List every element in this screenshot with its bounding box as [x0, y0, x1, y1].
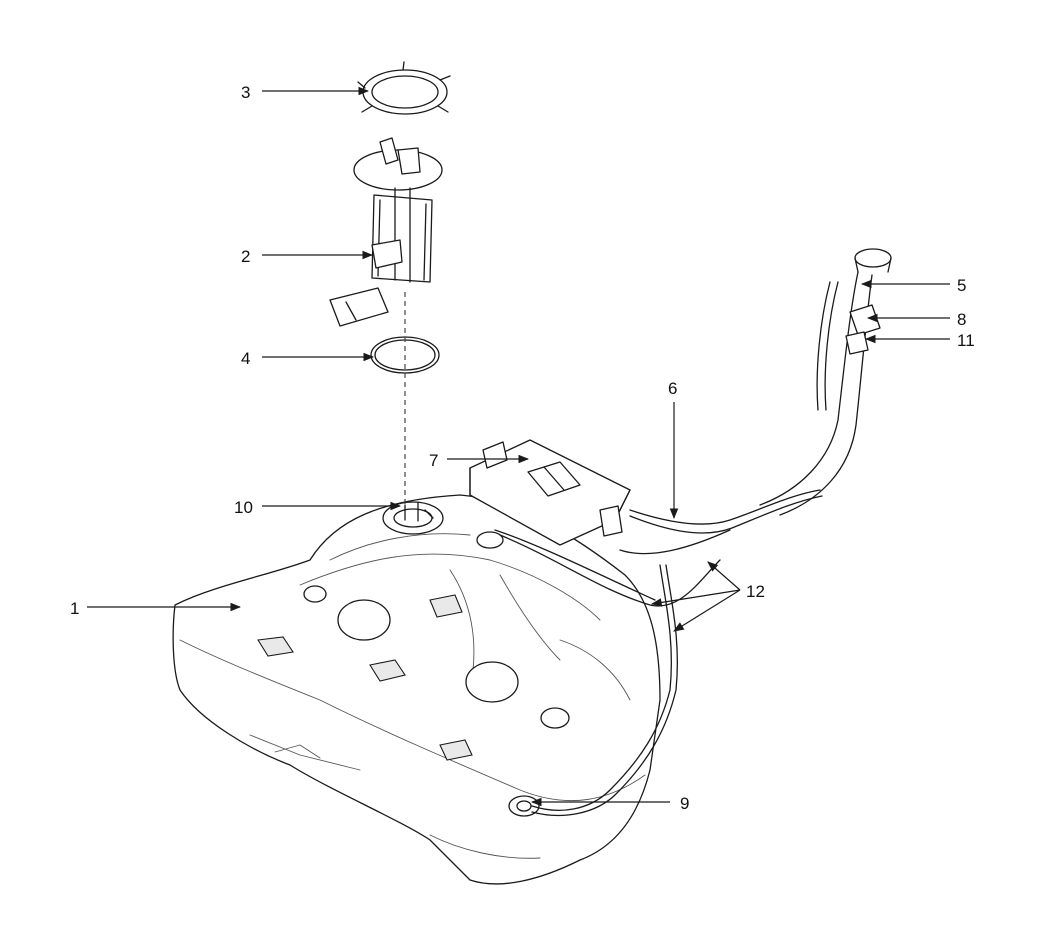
callout-5: 5	[957, 276, 966, 295]
callout-4: 4	[241, 349, 250, 368]
callout-11: 11	[957, 331, 975, 350]
canister	[469, 439, 631, 546]
callout-9: 9	[680, 794, 689, 813]
callout-7: 7	[429, 451, 438, 470]
callout-8: 8	[957, 310, 966, 329]
fuel-pump-module	[329, 137, 443, 327]
lock-ring	[357, 61, 451, 115]
callout-12: 12	[746, 582, 765, 601]
callout-labels: 1 2 3 4 5 6 7 8 9 10 11 12	[70, 83, 975, 813]
callout-6: 6	[668, 379, 677, 398]
callout-3: 3	[241, 83, 250, 102]
callout-10: 10	[234, 498, 253, 517]
callout-1: 1	[70, 599, 79, 618]
filler-neck	[759, 248, 892, 516]
filler-neck-brackets	[845, 304, 881, 355]
fuel-tank	[172, 494, 661, 885]
leader-lines	[87, 86, 950, 807]
callout-2: 2	[241, 247, 250, 266]
vapor-hoses	[494, 489, 823, 817]
